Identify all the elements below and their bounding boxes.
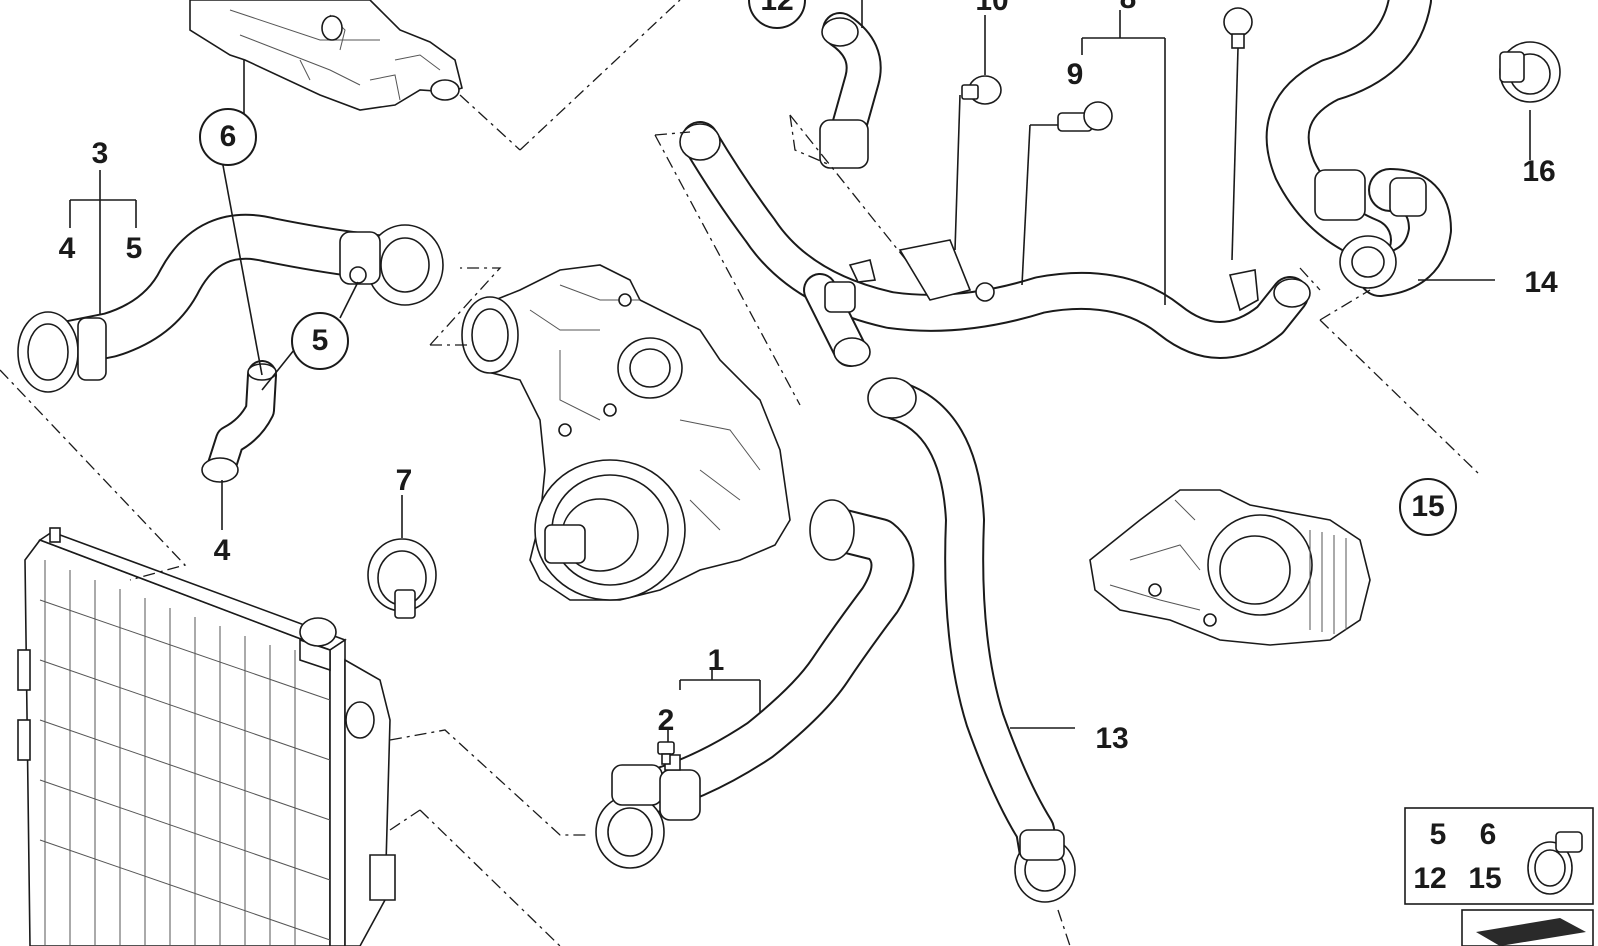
callout-circle-5 [291, 312, 349, 370]
reference-arrow-icon [1476, 918, 1586, 946]
hose-branch [803, 273, 871, 367]
label-8: 8 [1120, 0, 1137, 15]
legend-label-6: 6 [1480, 818, 1497, 851]
radiator [17, 527, 396, 946]
label-1: 1 [708, 644, 725, 677]
bolt-10 [961, 75, 1002, 105]
callout-circle-6 [199, 108, 257, 166]
callout-circle-15 [1399, 478, 1457, 536]
oil-cooler-housing [1089, 489, 1371, 646]
legend-label-15: 15 [1468, 862, 1501, 895]
hose-14 [1265, 0, 1452, 297]
hose-3 [17, 213, 444, 393]
label-4-top: 4 [59, 232, 76, 265]
label-9: 9 [1067, 58, 1084, 91]
thermostat-housing-top [189, 0, 463, 111]
label-5: 5 [312, 324, 329, 357]
label-4: 4 [214, 534, 231, 567]
label-2: 2 [658, 704, 675, 737]
small-screw-top [1223, 7, 1253, 49]
hose-1 [595, 499, 915, 869]
label-6: 6 [220, 120, 237, 153]
legend-label-12: 12 [1413, 862, 1446, 895]
legend-label-5: 5 [1430, 818, 1447, 851]
bleed-screw-2 [657, 741, 675, 765]
hose-12 [819, 12, 882, 169]
callout-circle-12 [748, 0, 806, 29]
label-10: 10 [975, 0, 1008, 17]
callout-labels: 3 4 5 6 5 4 7 1 2 13 12 10 8 9 16 14 15 [59, 0, 1558, 755]
label-12: 12 [760, 0, 793, 17]
clamp-16 [1499, 41, 1561, 103]
hose-13 [867, 377, 1076, 903]
hose-clamp-icon [1527, 831, 1583, 895]
label-16: 16 [1522, 155, 1555, 188]
label-13: 13 [1095, 722, 1128, 755]
hose-8 [679, 121, 1311, 359]
water-pump [461, 264, 791, 601]
screw-9 [1057, 101, 1113, 132]
label-5-top: 5 [126, 232, 143, 265]
label-7: 7 [396, 464, 413, 497]
clamp-7 [367, 538, 437, 619]
hose-small-elbow [201, 360, 277, 483]
label-14: 14 [1524, 266, 1558, 299]
clamp-legend-box: 5 6 12 15 [1404, 807, 1594, 946]
radiator-fins [39, 560, 331, 946]
label-3: 3 [92, 137, 109, 170]
label-15: 15 [1411, 490, 1444, 523]
leader-lines [0, 0, 1531, 946]
